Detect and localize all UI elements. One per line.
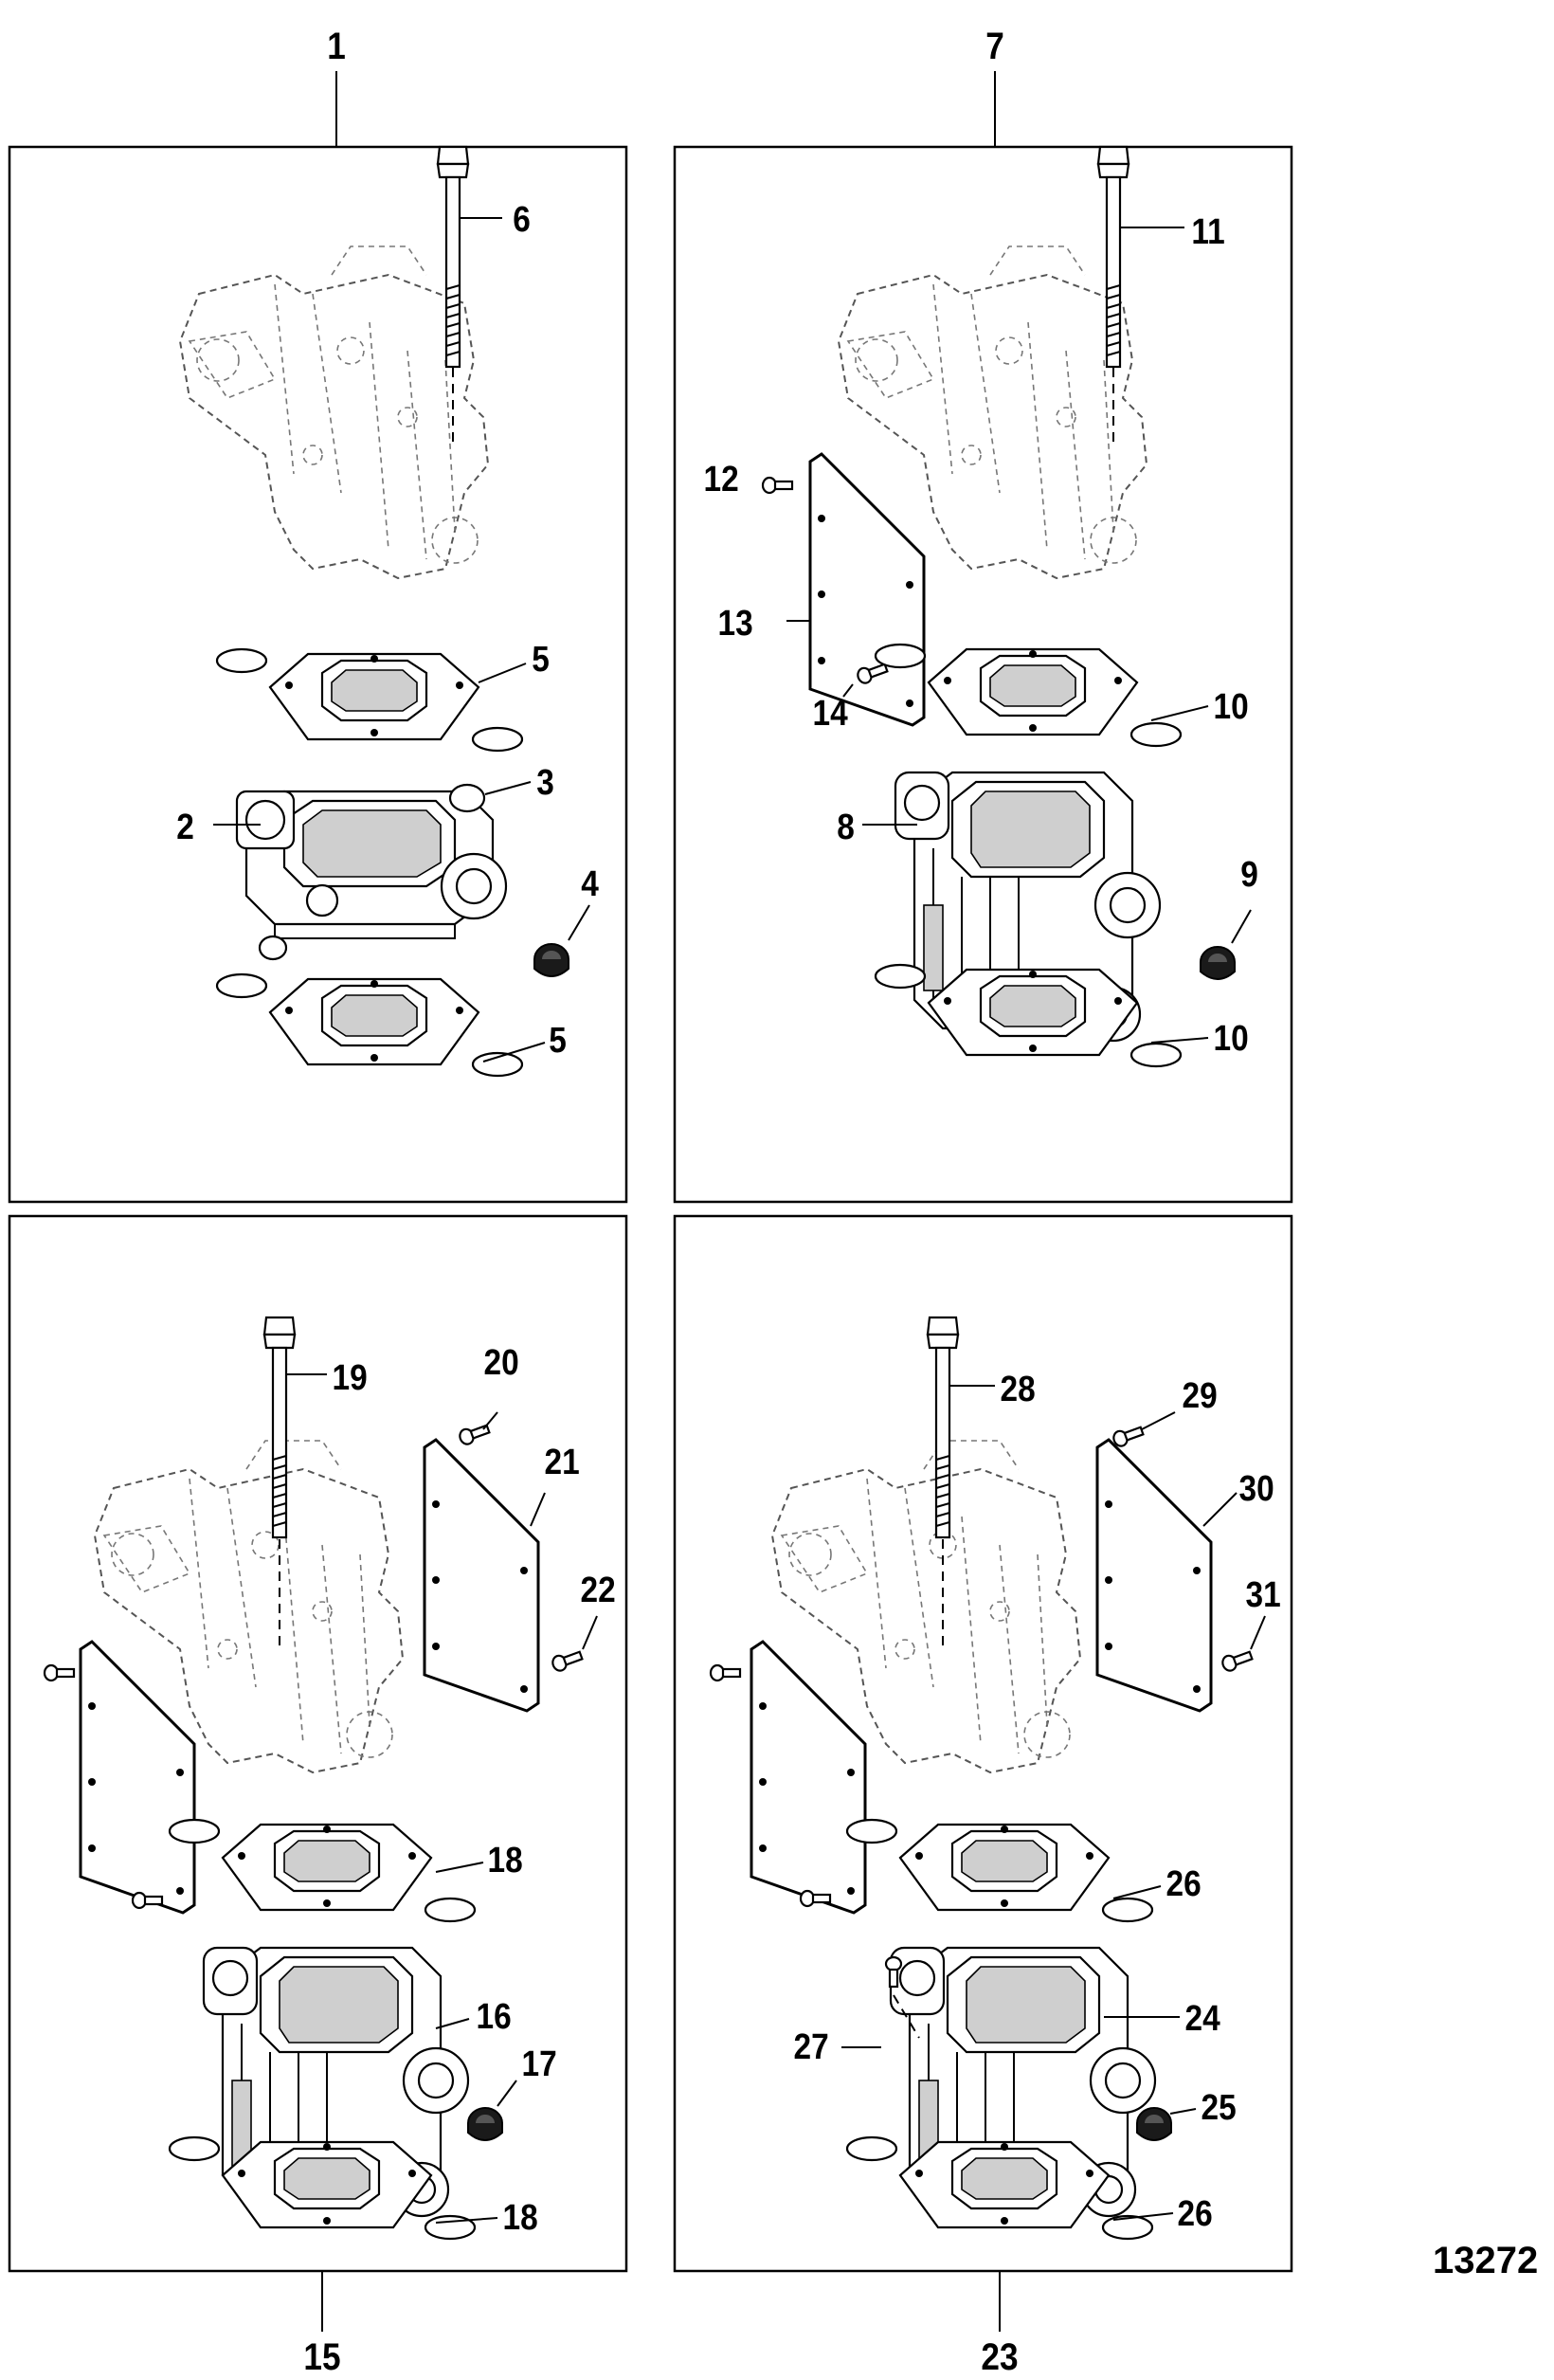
callout-11: 11 bbox=[1191, 211, 1224, 251]
panel-23: 23 28 30 29 31 26 24 27 25 26 bbox=[673, 1214, 1293, 2378]
cover-plate-30 bbox=[1095, 1438, 1213, 1713]
callout-10-lower: 10 bbox=[1214, 1018, 1249, 1058]
callout-3: 3 bbox=[536, 762, 554, 802]
callout-5-upper: 5 bbox=[532, 639, 550, 679]
cap-17 bbox=[467, 2107, 503, 2141]
callout-28: 28 bbox=[1001, 1369, 1036, 1408]
screw-left-upper bbox=[709, 1663, 742, 1682]
panel-label-7: 7 bbox=[985, 25, 1004, 67]
screw-12 bbox=[761, 476, 794, 495]
panel-7: 7 11 13 12 14 10 8 9 10 bbox=[673, 25, 1293, 1204]
callout-4: 4 bbox=[581, 863, 599, 903]
callout-14: 14 bbox=[813, 693, 848, 733]
callout-21: 21 bbox=[545, 1442, 580, 1481]
callout-2: 2 bbox=[176, 807, 194, 846]
exhaust-elbow-phantom bbox=[179, 245, 489, 579]
callout-9: 9 bbox=[1240, 854, 1258, 894]
callout-25: 25 bbox=[1202, 2087, 1237, 2127]
callout-22: 22 bbox=[581, 1570, 616, 1609]
gasket-18-upper bbox=[168, 1818, 477, 1923]
panel-label-1: 1 bbox=[327, 25, 346, 67]
cover-plate-21 bbox=[423, 1438, 540, 1713]
cap-25 bbox=[1136, 2107, 1172, 2141]
callout-8: 8 bbox=[837, 807, 855, 846]
panel-label-15: 15 bbox=[303, 2335, 340, 2378]
cover-plate-left bbox=[750, 1640, 867, 1915]
callout-10-upper: 10 bbox=[1214, 686, 1249, 726]
callout-30: 30 bbox=[1239, 1468, 1274, 1508]
callout-26-lower: 26 bbox=[1178, 2193, 1213, 2233]
cap-4 bbox=[533, 943, 569, 977]
callout-12: 12 bbox=[704, 459, 739, 499]
panel-1: 1 6 5 2 3 4 5 bbox=[8, 25, 628, 1204]
screw-left-upper bbox=[43, 1663, 76, 1682]
callout-31: 31 bbox=[1246, 1574, 1281, 1614]
cover-plate-left bbox=[79, 1640, 196, 1915]
callout-29: 29 bbox=[1183, 1375, 1218, 1415]
riser-2 bbox=[235, 790, 508, 940]
callout-17: 17 bbox=[522, 2044, 557, 2083]
callout-27: 27 bbox=[794, 2026, 829, 2066]
callout-16: 16 bbox=[477, 1996, 512, 2036]
gasket-26-upper bbox=[845, 1818, 1154, 1923]
callout-18-upper: 18 bbox=[488, 1840, 523, 1880]
plug-3 bbox=[448, 783, 486, 813]
callout-18-lower: 18 bbox=[503, 2197, 538, 2237]
callout-5-lower: 5 bbox=[549, 1020, 567, 1060]
panel-15: 15 19 21 20 22 18 16 17 18 bbox=[8, 1214, 628, 2378]
screw-22 bbox=[550, 1646, 585, 1674]
screw-29 bbox=[1111, 1422, 1146, 1449]
callout-20: 20 bbox=[484, 1342, 519, 1382]
callout-13: 13 bbox=[718, 603, 753, 643]
gasket-5-upper bbox=[215, 647, 524, 753]
callout-26-upper: 26 bbox=[1166, 1863, 1202, 1903]
cap-9 bbox=[1200, 946, 1236, 980]
callout-19: 19 bbox=[333, 1357, 368, 1397]
callout-24: 24 bbox=[1185, 1998, 1220, 2038]
figure-reference-number: 13272 bbox=[1433, 2240, 1538, 2281]
screw-31 bbox=[1220, 1646, 1255, 1674]
panel-label-23: 23 bbox=[981, 2335, 1018, 2378]
callout-6: 6 bbox=[513, 199, 531, 239]
cover-plate-13 bbox=[808, 452, 926, 727]
gasket-5-lower bbox=[215, 972, 524, 1078]
